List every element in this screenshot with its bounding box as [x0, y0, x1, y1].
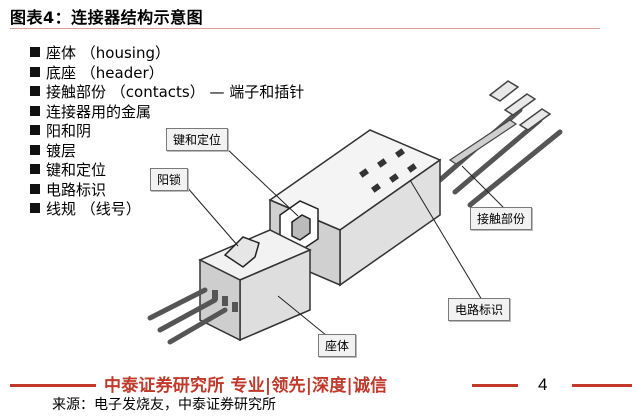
list-item: 底座 （header）	[30, 64, 304, 84]
list-item: 接触部份 （contacts） — 端子和插针	[30, 83, 304, 103]
page-number: 4	[538, 375, 548, 394]
list-item-text: 线规 （线号）	[46, 200, 141, 218]
left-wires	[147, 287, 228, 345]
list-item-text: 阳和阴	[46, 122, 92, 140]
callout-circuit-id: 电路标识	[448, 298, 511, 321]
list-item-text: 键和定位	[46, 161, 107, 179]
list-item: 连接器用的金属	[30, 103, 304, 123]
housing-lock	[223, 236, 260, 268]
list-item: 镀层	[30, 142, 304, 162]
bullet-square-icon	[30, 144, 40, 155]
header-windows	[359, 148, 417, 193]
bullet-square-icon	[30, 164, 40, 174]
list-item-text: 底座 （header）	[46, 63, 164, 82]
list-item: 键和定位	[30, 161, 304, 181]
list-item-text: 连接器用的金属	[46, 102, 152, 121]
footer-rule-mid	[472, 384, 518, 387]
contact-pin	[448, 119, 518, 165]
list-item: 电路标识	[30, 181, 304, 201]
callout-contact-part: 接触部份	[470, 207, 533, 230]
figure-title: 图表4：连接器结构示意图	[10, 8, 204, 27]
bullet-square-icon	[30, 203, 40, 213]
list-item-text: 镀层	[46, 141, 77, 160]
list-item-text: 接触部份 （contacts） — 端子和插针	[46, 83, 305, 101]
title-rule	[10, 28, 600, 29]
feature-list: 座体 （housing） 底座 （header） 接触部份 （contacts）…	[30, 44, 304, 220]
callout-housing: 座体	[318, 334, 357, 357]
callout-leaders	[185, 147, 507, 341]
bullet-square-icon	[30, 47, 40, 57]
source-note: 来源：电子发烧友，中泰证券研究所	[52, 397, 276, 413]
callout-key-position: 键和定位	[166, 128, 229, 151]
bullet-square-icon	[30, 66, 40, 77]
list-item: 阳和阴	[30, 122, 304, 142]
footer-rule-right	[572, 384, 632, 387]
list-item: 座体 （housing）	[30, 44, 304, 64]
header-key-slot	[279, 200, 319, 252]
housing-slots	[212, 290, 238, 312]
footer-rule-left	[10, 384, 96, 387]
list-item: 线规 （线号）	[30, 200, 304, 220]
terminal-pins	[488, 80, 552, 131]
footer-banner: 中泰证券研究所 专业|领先|深度|诚信	[104, 376, 388, 396]
list-item-text: 座体 （housing）	[46, 44, 170, 62]
list-item-text: 电路标识	[46, 180, 107, 199]
callout-male-lock: 阳锁	[150, 168, 189, 191]
bullet-square-icon	[30, 105, 40, 116]
bullet-square-icon	[30, 86, 40, 96]
bullet-square-icon	[30, 183, 40, 194]
bullet-square-icon	[30, 125, 40, 135]
